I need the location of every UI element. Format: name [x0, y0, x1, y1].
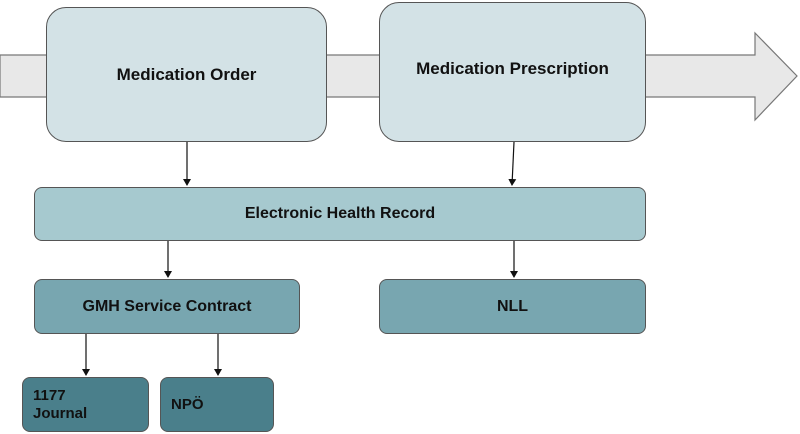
journal-1177-node: 1177 Journal [22, 377, 149, 432]
journal-1177-line1: 1177 [33, 386, 66, 404]
gmh-service-contract-label: GMH Service Contract [82, 297, 252, 315]
npo-label: NPÖ [171, 396, 204, 413]
nll-label: NLL [496, 297, 529, 315]
electronic-health-record-node: Electronic Health Record [34, 187, 646, 241]
medication-order-label: Medication Order [116, 64, 257, 84]
nll-node: NLL [379, 279, 646, 334]
electronic-health-record-label: Electronic Health Record [244, 205, 436, 222]
medication-prescription-node: Medication Prescription [379, 2, 646, 142]
journal-1177-label: 1177 Journal [33, 387, 87, 423]
gmh-service-contract-node: GMH Service Contract [34, 279, 300, 334]
npo-node: NPÖ [160, 377, 274, 432]
journal-1177-line2: Journal [33, 404, 88, 422]
medication-prescription-label: Medication Prescription [416, 59, 609, 78]
medication-order-node: Medication Order [46, 7, 327, 142]
